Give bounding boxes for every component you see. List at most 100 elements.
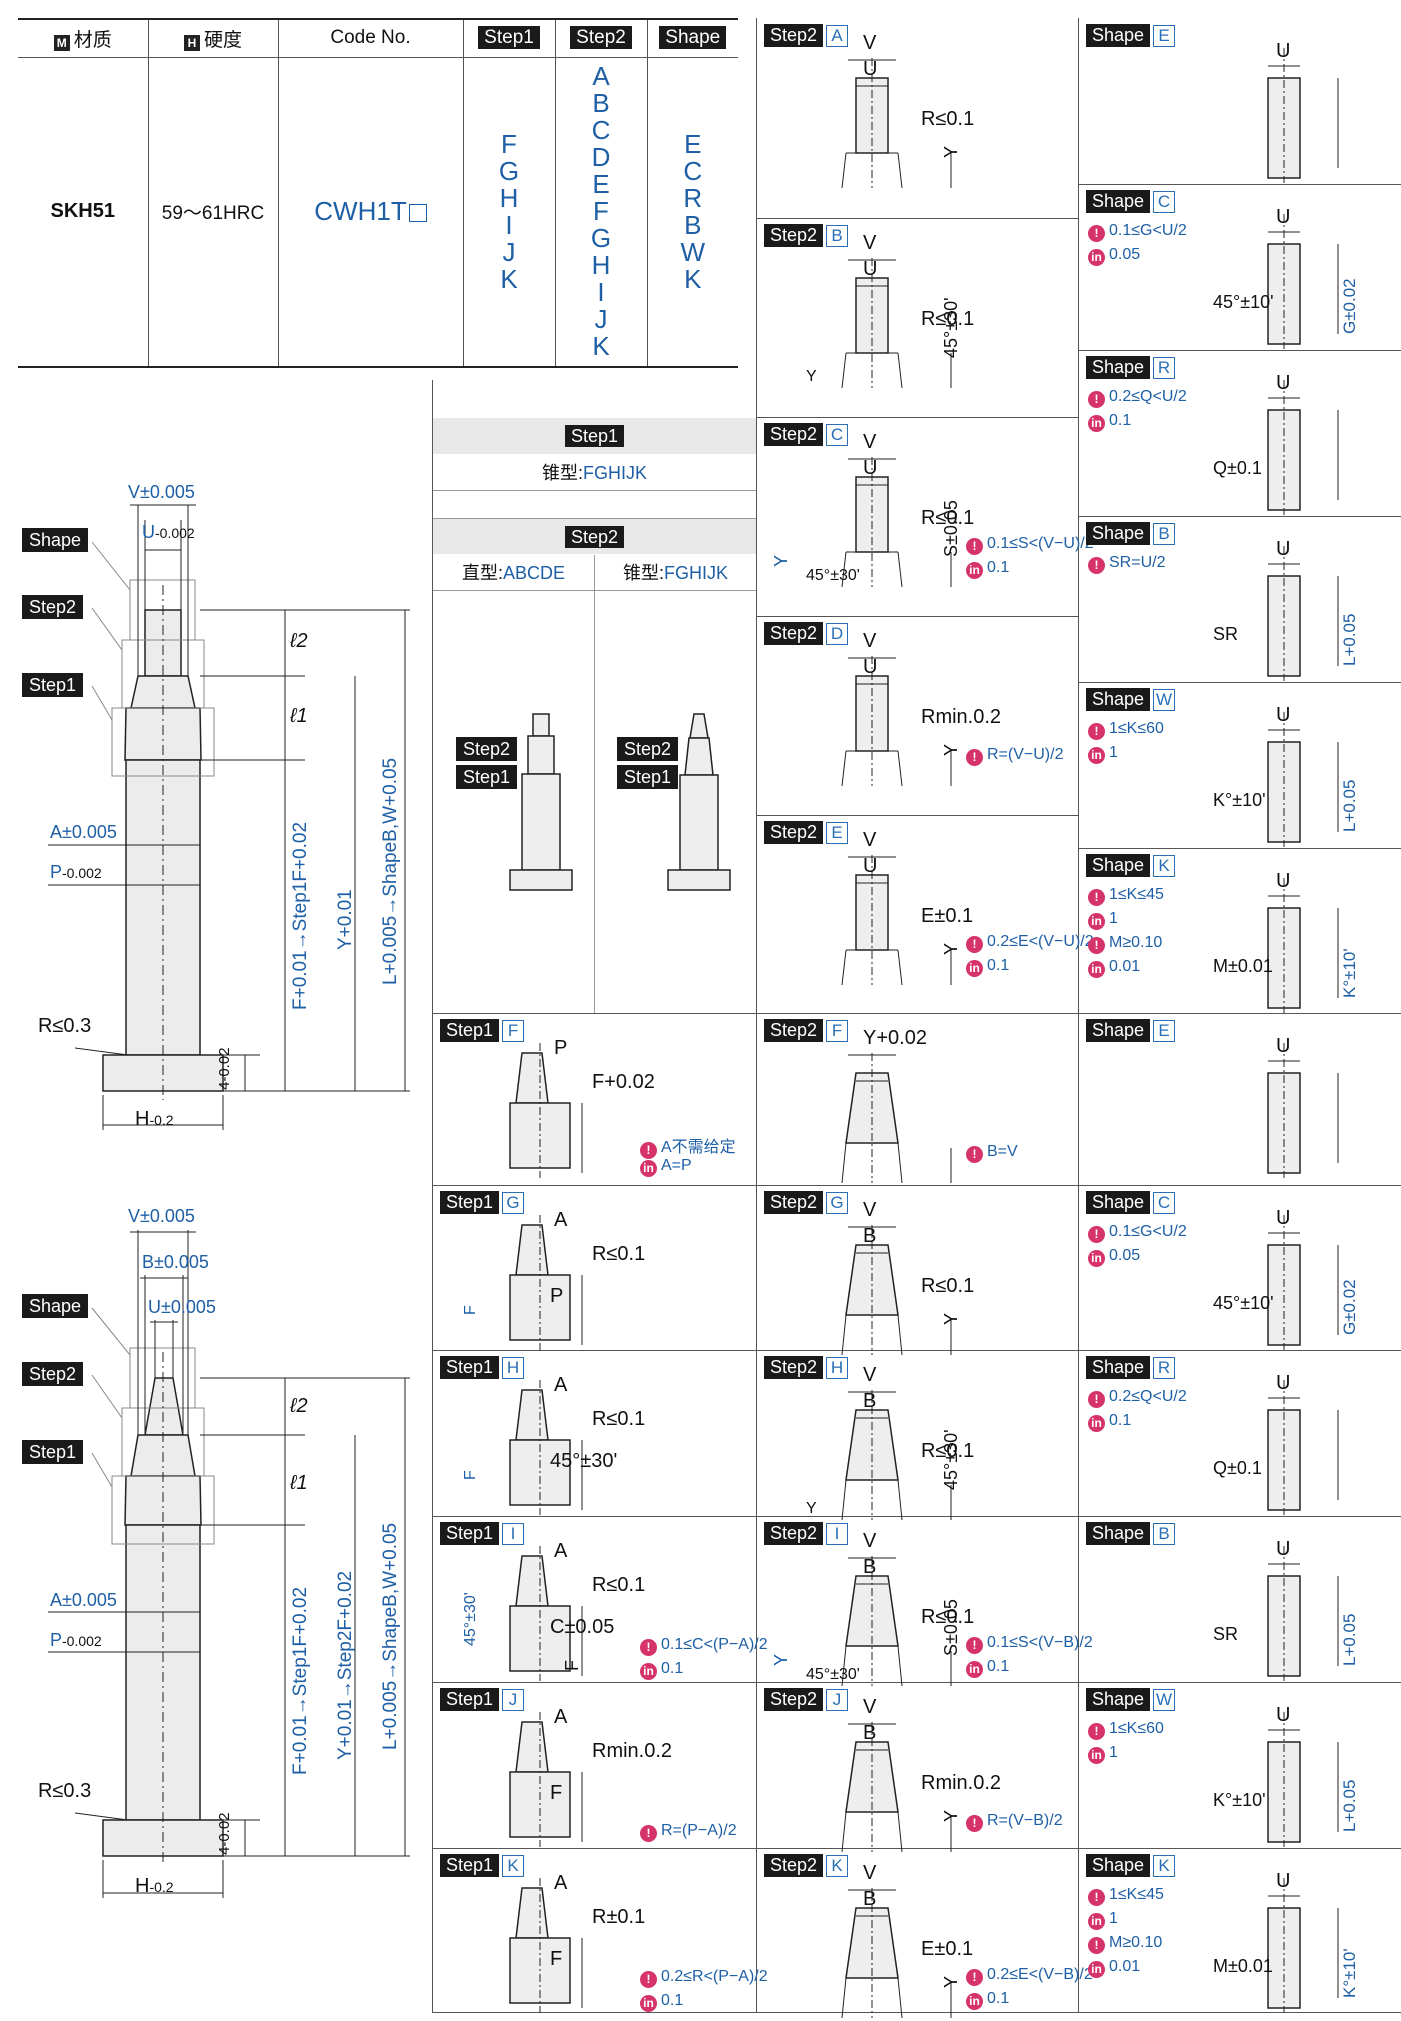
- option-A: A: [592, 61, 610, 92]
- step2-H-7-label-2: R≤0.1: [921, 1440, 975, 1462]
- code-value: CWH1T: [314, 196, 407, 227]
- step1-I-3-code: I: [502, 1522, 525, 1545]
- step1-F-0-note-0: !A不需给定: [640, 1133, 736, 1159]
- step2-C-2-label-4: 45°±30': [806, 567, 860, 584]
- step1-K-5-tag: Step1: [440, 1854, 500, 1877]
- step2-I-8-note-0: !0.1≤S<(V−B)/2: [966, 1634, 1093, 1654]
- bot-P: P: [50, 1630, 63, 1650]
- step2-B-1-label-0: V: [863, 232, 877, 254]
- step1-J-4-code: J: [502, 1688, 525, 1711]
- step2-K-10-label-1: B: [863, 1888, 877, 1910]
- shape-W-10-note-0: !1≤K≤60: [1088, 1720, 1164, 1740]
- shape-R-2-note-0: !0.2≤Q<U/2: [1088, 388, 1187, 408]
- hardness-header: 硬度: [203, 29, 242, 51]
- step2-H-7-tag: Step2: [764, 1356, 824, 1379]
- bot-l2: ℓ2: [290, 1395, 308, 1417]
- legend-tag-step2a: Step2: [456, 737, 518, 761]
- step1-header: Step1: [478, 26, 540, 50]
- step2-A-0-label-2: R≤0.1: [921, 108, 975, 130]
- step2-J-9-code: J: [826, 1688, 849, 1711]
- step1-G-1-drawing: [509, 1215, 583, 1350]
- step1-K-5-label-1: R±0.1: [592, 1906, 646, 1928]
- shape-B-3-label-1: SR: [1213, 624, 1239, 644]
- step2-A-0-label-0: V: [863, 32, 877, 54]
- step1-K-5-label-2: F: [550, 1948, 563, 1970]
- step2-E-4-label-1: U: [863, 855, 878, 877]
- step1-I-3-label-3: 45°±30': [462, 1592, 479, 1646]
- step1-H-2-label-2: 45°±30': [550, 1450, 618, 1472]
- step2-D-3-label-1: U: [863, 656, 878, 678]
- top-l1: ℓ1: [290, 705, 308, 727]
- step2-B-1-drawing: [841, 258, 952, 389]
- step1-J-4-tag: Step1: [440, 1688, 500, 1711]
- option-E: E: [592, 169, 610, 200]
- step1-G-1-label-1: R≤0.1: [592, 1243, 646, 1265]
- step2-B-1-label-1: U: [863, 258, 878, 280]
- shape-K-5-label-1: M±0.01: [1213, 956, 1273, 976]
- step2-G-6-label-0: V: [863, 1199, 877, 1221]
- bot-U: U±0.005: [148, 1297, 216, 1317]
- option-R: R: [683, 182, 703, 213]
- bot-B: B±0.005: [142, 1252, 209, 1272]
- step2-J-9-label-1: B: [863, 1722, 877, 1744]
- material-header: 材质: [73, 29, 112, 51]
- step2-K-10-label-0: V: [863, 1862, 877, 1884]
- bot-l1: ℓ1: [290, 1472, 308, 1494]
- step1-J-4-label-1: Rmin.0.2: [592, 1740, 673, 1762]
- step1-I-3-label-4: F: [562, 1660, 582, 1671]
- option-E: E: [684, 128, 702, 159]
- shape-B-9-label-1: SR: [1213, 1624, 1239, 1644]
- step1-F-0-label-1: F+0.02: [592, 1071, 655, 1093]
- step2-C-2-label-2: R≤0.1: [921, 507, 975, 529]
- shape-K-5-label-0: U: [1276, 870, 1291, 892]
- option-F: F: [501, 128, 517, 159]
- shape-E-0-drawing: [1267, 48, 1339, 183]
- step2-A-0-drawing: [841, 58, 952, 189]
- step2-C-2-note-0: !0.1≤S<(V−U)/2: [966, 535, 1094, 555]
- shape-C-7-drawing: [1267, 1215, 1339, 1350]
- step2-F-5-drawing: [841, 1053, 952, 1184]
- step2-H-7-label-1: B: [863, 1390, 877, 1412]
- step2-H-7-drawing: [841, 1390, 952, 1521]
- legend-tag-step1a: Step1: [456, 765, 518, 789]
- step2-I-8-label-4: 45°±30': [806, 1666, 860, 1683]
- step2-K-10-note-0: !0.2≤E<(V−B)/2: [966, 1966, 1093, 1986]
- shape-R-8-label-1: Q±0.1: [1213, 1458, 1262, 1478]
- shape-K-11-drawing: [1267, 1878, 1339, 2013]
- bot-Y: Y+0.01→Step2F+0.02: [335, 1570, 356, 1760]
- step2-D-3-drawing: [841, 656, 952, 787]
- step2-E-4-label-2: E±0.1: [921, 905, 974, 927]
- shape-B-9-drawing: [1267, 1546, 1339, 1681]
- top-R: R≤0.3: [38, 1015, 92, 1037]
- shape-K-5-drawing: [1267, 878, 1339, 1013]
- step1-H-2-drawing: [509, 1380, 583, 1515]
- bot-H: H: [135, 1875, 150, 1897]
- step2-D-3-label-0: V: [863, 630, 877, 652]
- step2-G-6-label-1: B: [863, 1225, 877, 1247]
- shape-C-1-code: C: [1153, 190, 1176, 213]
- step2-K-10-code: K: [826, 1854, 849, 1877]
- shape-W-4-tag: Shape: [1086, 688, 1151, 711]
- step2-J-9-label-0: V: [863, 1696, 877, 1718]
- step1-J-4-drawing: [509, 1712, 583, 1847]
- step2-E-4-note-0: !0.2≤E<(V−U)/2: [966, 933, 1094, 953]
- shape-K-11-label-0: U: [1276, 1870, 1291, 1892]
- option-K: K: [500, 263, 518, 294]
- shape-R-8-note-0: !0.2≤Q<U/2: [1088, 1388, 1187, 1408]
- step2-H-7-label-0: V: [863, 1364, 877, 1386]
